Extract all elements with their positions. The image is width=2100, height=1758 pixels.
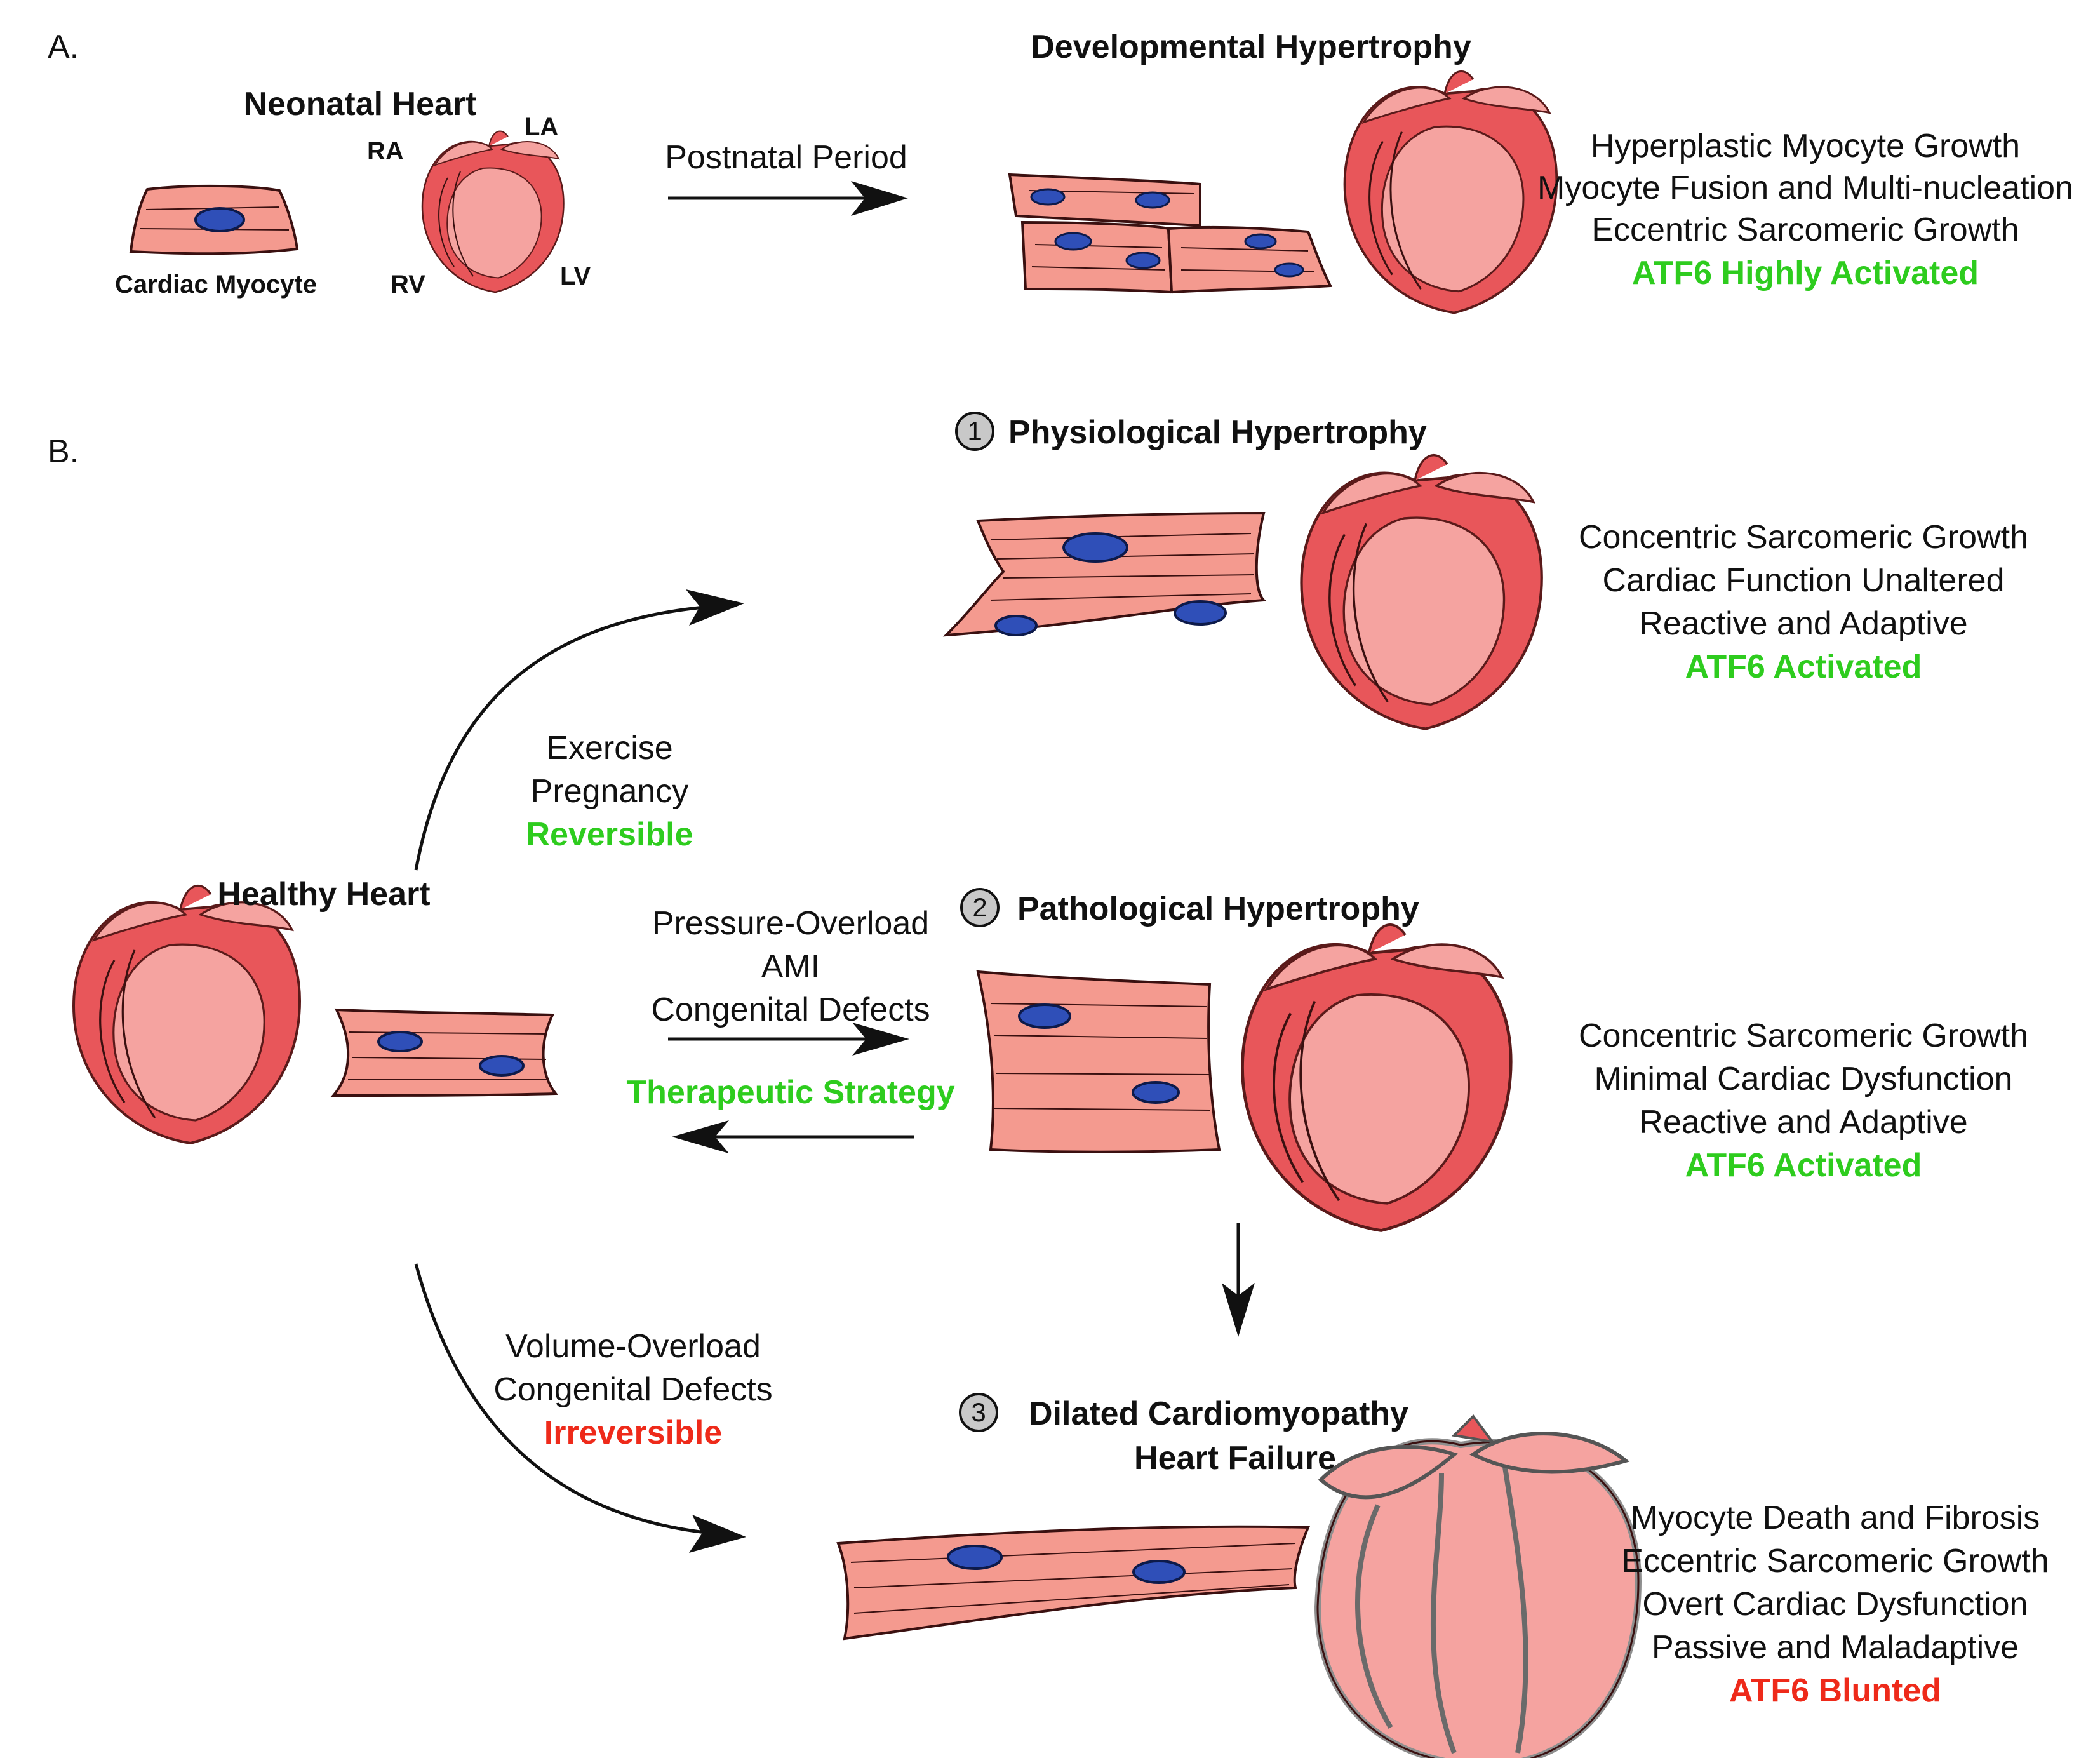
dev-feature-3: Eccentric Sarcomeric Growth	[1591, 211, 2019, 248]
arrow-therapeutic-back	[672, 1120, 914, 1153]
chamber-la-label: LA	[525, 113, 559, 141]
healthy-heart-title: Healthy Heart	[217, 876, 431, 913]
pathological-hypertrophy-title: Pathological Hypertrophy	[1017, 890, 1419, 927]
arrow-to-dilated-down	[1222, 1223, 1255, 1337]
physiological-number-badge: 1	[955, 412, 994, 451]
dev-atf6-status: ATF6 Highly Activated	[1631, 255, 1979, 292]
patho-feature-2: Minimal Cardiac Dysfunction	[1594, 1061, 2013, 1097]
physio-cause-exercise: Exercise	[546, 730, 673, 767]
postnatal-period-label: Postnatal Period	[665, 139, 907, 176]
therapeutic-strategy-label: Therapeutic Strategy	[626, 1074, 955, 1111]
dilated-cardiomyopathy-title: Dilated Cardiomyopathy	[1029, 1395, 1409, 1432]
neonatal-heart	[421, 130, 565, 293]
healthy-myocyte	[330, 1008, 559, 1097]
physio-reversible-label: Reversible	[526, 816, 693, 853]
dev-feature-2: Myocyte Fusion and Multi-nucleation	[1537, 170, 2073, 206]
dev-feature-1: Hyperplastic Myocyte Growth	[1590, 128, 2021, 164]
arrow-to-physiological	[414, 589, 744, 871]
physiological-myocyte	[942, 511, 1267, 637]
pathological-myocyte	[976, 970, 1221, 1153]
cardiac-myocyte-label: Cardiac Myocyte	[115, 271, 317, 299]
dilated-feature-1: Myocyte Death and Fibrosis	[1630, 1500, 2040, 1536]
physiological-heart	[1302, 455, 1542, 729]
developmental-hypertrophy-title: Developmental Hypertrophy	[1031, 29, 1471, 65]
chamber-ra-label: RA	[367, 137, 404, 165]
heart-failure-title: Heart Failure	[1134, 1440, 1336, 1477]
dilated-feature-2: Eccentric Sarcomeric Growth	[1621, 1543, 2049, 1580]
chamber-lv-label: LV	[560, 262, 591, 290]
pathological-number-badge: 2	[960, 888, 1000, 927]
neonatal-heart-title: Neonatal Heart	[243, 86, 477, 123]
dilated-myocyte	[836, 1525, 1311, 1641]
dilated-irreversible-label: Irreversible	[544, 1414, 723, 1451]
dilated-feature-4: Passive and Maladaptive	[1651, 1629, 2019, 1666]
arrow-to-dilated	[414, 1263, 746, 1553]
developmental-myocytes	[1008, 173, 1333, 294]
panel-a-label: A.	[48, 29, 79, 65]
physio-atf6-status: ATF6 Activated	[1685, 648, 1922, 685]
dilated-heart	[1314, 1414, 1642, 1758]
physiological-hypertrophy-title: Physiological Hypertrophy	[1008, 414, 1427, 451]
patho-cause-ami: AMI	[761, 948, 820, 985]
postnatal-arrow	[668, 181, 908, 216]
dilated-cause-congenital: Congenital Defects	[493, 1371, 773, 1408]
patho-feature-1: Concentric Sarcomeric Growth	[1579, 1017, 2028, 1054]
patho-atf6-status: ATF6 Activated	[1685, 1147, 1922, 1184]
physio-cause-pregnancy: Pregnancy	[530, 773, 689, 810]
dilated-feature-3: Overt Cardiac Dysfunction	[1642, 1586, 2028, 1623]
patho-cause-pressure-overload: Pressure-Overload	[652, 905, 930, 942]
patho-feature-3: Reactive and Adaptive	[1639, 1104, 1968, 1141]
chamber-rv-label: RV	[391, 271, 425, 299]
neonatal-myocyte	[129, 184, 299, 255]
pathological-heart	[1243, 925, 1511, 1231]
physio-feature-1: Concentric Sarcomeric Growth	[1579, 519, 2028, 556]
dilated-number-badge: 3	[959, 1393, 998, 1432]
dilated-cause-volume-overload: Volume-Overload	[505, 1328, 761, 1365]
panel-b-label: B.	[48, 433, 79, 470]
patho-cause-congenital: Congenital Defects	[651, 991, 930, 1028]
physio-feature-3: Reactive and Adaptive	[1639, 605, 1968, 642]
arrow-to-pathological	[668, 1023, 909, 1056]
dilated-atf6-status: ATF6 Blunted	[1729, 1672, 1942, 1709]
developmental-heart	[1343, 70, 1558, 314]
physio-feature-2: Cardiac Function Unaltered	[1602, 562, 2005, 599]
healthy-heart	[74, 886, 300, 1144]
